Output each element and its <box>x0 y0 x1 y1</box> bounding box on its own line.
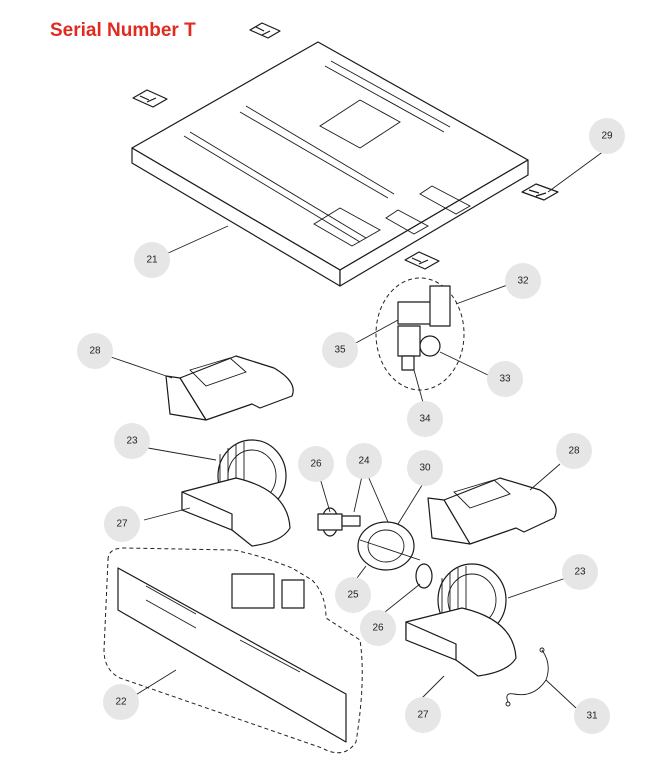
svg-text:29: 29 <box>601 131 613 142</box>
callout-22: 22 <box>103 684 139 720</box>
callout-26: 26 <box>360 610 396 646</box>
callout-28: 28 <box>77 333 113 369</box>
lower-housing-part-27-right <box>405 607 517 677</box>
svg-text:31: 31 <box>586 711 598 722</box>
callout-30: 30 <box>407 450 443 486</box>
lower-housing-part-27-left <box>181 477 291 547</box>
callout-29: 29 <box>589 118 625 154</box>
page-title: Serial Number T <box>50 20 196 41</box>
svg-text:26: 26 <box>310 459 322 470</box>
svg-text:28: 28 <box>568 446 580 457</box>
callout-35: 35 <box>322 332 358 368</box>
svg-text:28: 28 <box>89 346 101 357</box>
callout-27: 27 <box>104 506 140 542</box>
svg-text:24: 24 <box>358 456 370 467</box>
svg-text:33: 33 <box>499 374 511 385</box>
wire-harness-part-31 <box>505 647 549 707</box>
svg-text:32: 32 <box>517 276 529 287</box>
svg-text:27: 27 <box>417 710 429 721</box>
top-panel-part-21 <box>131 41 529 287</box>
callout-26: 26 <box>298 446 334 482</box>
blower-housing-part-28-left <box>165 355 294 421</box>
callout-32: 32 <box>505 263 541 299</box>
callout-25: 25 <box>335 577 371 613</box>
callout-24: 24 <box>346 443 382 479</box>
callout-33: 33 <box>487 361 523 397</box>
callout-27: 27 <box>405 697 441 733</box>
svg-text:34: 34 <box>419 414 431 425</box>
svg-text:23: 23 <box>574 567 586 578</box>
valve-assembly-part-33 <box>375 277 465 391</box>
blower-housing-part-28-right <box>427 477 557 545</box>
callout-34: 34 <box>407 401 443 437</box>
clip-part <box>132 22 559 270</box>
callout-21: 21 <box>134 242 170 278</box>
svg-text:27: 27 <box>116 519 128 530</box>
svg-text:30: 30 <box>419 463 431 474</box>
svg-text:22: 22 <box>115 697 127 708</box>
callout-31: 31 <box>574 698 610 734</box>
callout-28: 28 <box>556 433 592 469</box>
leader-lines <box>107 147 609 709</box>
svg-text:26: 26 <box>372 623 384 634</box>
svg-text:35: 35 <box>334 345 346 356</box>
svg-text:21: 21 <box>146 255 158 266</box>
callout-23: 23 <box>114 423 150 459</box>
svg-text:23: 23 <box>126 436 138 447</box>
callout-23: 23 <box>562 554 598 590</box>
motor-assembly-part-30 <box>317 507 433 589</box>
mounting-bracket-part-22 <box>103 547 363 754</box>
svg-text:25: 25 <box>347 590 359 601</box>
